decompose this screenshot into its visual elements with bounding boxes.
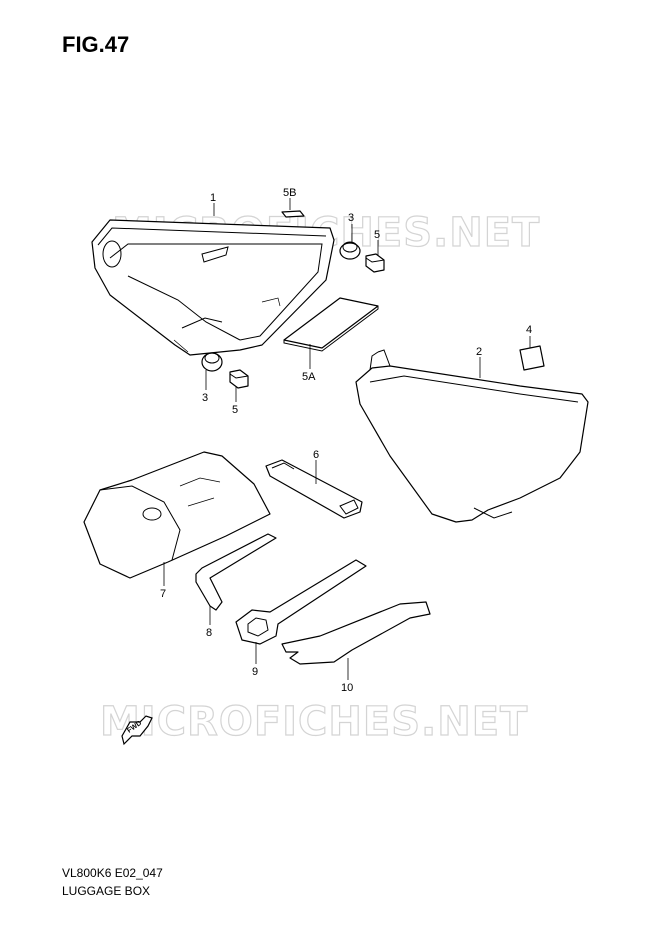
callout-1: 1 xyxy=(210,192,216,204)
callout-3-top: 3 xyxy=(348,212,354,224)
part-5B-label xyxy=(281,210,305,218)
part-9-box-wrench xyxy=(235,559,367,645)
part-5A-pad xyxy=(283,297,379,352)
part-5-bolt-top xyxy=(365,253,385,273)
figure-name: LUGGAGE BOX xyxy=(62,884,151,898)
part-7-tool-bag xyxy=(83,451,271,579)
callout-5A: 5A xyxy=(302,371,316,383)
part-10-hook-wrench xyxy=(281,601,431,665)
callout-5B: 5B xyxy=(283,187,296,199)
leader-lines xyxy=(163,198,531,680)
callout-8: 8 xyxy=(206,627,212,639)
callout-2: 2 xyxy=(476,346,482,358)
figure-code: VL800K6 E02_047 xyxy=(62,866,163,880)
part-3-grommet-bottom xyxy=(201,352,223,372)
figure-title: FIG.47 xyxy=(62,32,130,57)
callout-9: 9 xyxy=(252,666,258,678)
callout-5-top: 5 xyxy=(374,229,380,241)
callout-6: 6 xyxy=(313,449,319,461)
callout-7: 7 xyxy=(160,588,166,600)
callout-10: 10 xyxy=(341,682,353,694)
part-6-strap xyxy=(265,459,363,519)
callout-4: 4 xyxy=(526,324,532,336)
part-3-grommet-top xyxy=(339,241,361,260)
watermark-bottom: MICROFICHES.NET xyxy=(100,699,528,745)
callout-5-bottom: 5 xyxy=(232,404,238,416)
part-2-side-cover xyxy=(355,349,589,523)
callout-3-bottom: 3 xyxy=(202,392,208,404)
fwd-arrow-icon: FWD xyxy=(121,715,153,746)
part-5-bolt-bottom xyxy=(229,369,249,389)
part-4-label xyxy=(519,345,545,371)
part-8-hex-key xyxy=(195,533,277,611)
part-1-luggage-box xyxy=(91,219,335,356)
